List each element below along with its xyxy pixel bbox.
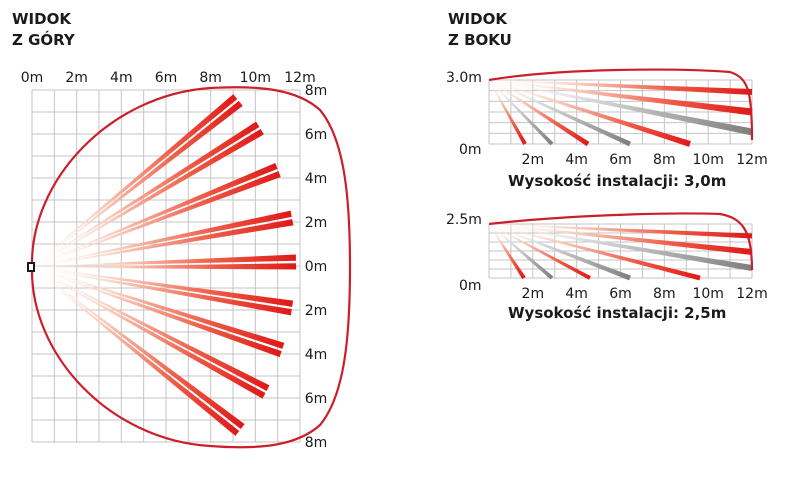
x-tick-label: 8m (199, 70, 222, 86)
side-beam (488, 79, 753, 116)
x-tick-label: 12m (736, 286, 767, 302)
panel-1-coverage-outline (488, 68, 754, 141)
y-tick-label: 8m (305, 435, 328, 451)
side-view: WIDOK Z BOKU 3.0m 0m 2m 4m 6m 8m 10m 12m Wyso… (446, 10, 768, 322)
top-view-y-axis-ticks: 8m 6m 4m 2m 0m 2m 4m 6m 8m (305, 83, 328, 451)
y-tick-label: 2m (305, 215, 328, 231)
side-beam (488, 223, 753, 271)
top-view-title-line2: Z GÓRY (12, 30, 76, 49)
panel-2-beams (488, 223, 753, 281)
y-tick-label: 4m (305, 171, 328, 187)
panel-1-height-label: 3.0m (446, 70, 482, 86)
top-view-title-line1: WIDOK (12, 10, 72, 28)
y-tick-label: 6m (305, 127, 328, 143)
x-tick-label: 12m (284, 70, 315, 86)
panel-1-beams (488, 79, 753, 147)
detection-beam (31, 94, 243, 268)
detection-beam (31, 266, 285, 358)
panel-2-coverage-outline (488, 212, 754, 271)
side-view-panel-1: 3.0m 0m 2m 4m 6m 8m 10m 12m Wysokość instalac… (446, 68, 768, 190)
side-view-title-line2: Z BOKU (448, 31, 512, 49)
y-tick-label: 6m (305, 391, 328, 407)
x-tick-label: 10m (692, 286, 723, 302)
detection-beam (31, 163, 281, 268)
side-beam (488, 79, 632, 147)
side-view-title-line1: WIDOK (448, 10, 508, 28)
side-beam (488, 223, 753, 255)
side-beam (488, 79, 554, 146)
y-tick-label: 4m (305, 347, 328, 363)
panel-2-caption: Wysokość instalacji: 2,5m (508, 304, 726, 322)
x-tick-label: 8m (653, 152, 676, 168)
top-view-x-axis-ticks: 0m 2m 4m 6m 8m 10m 12m (21, 70, 316, 86)
side-beam (488, 223, 631, 281)
x-tick-label: 6m (609, 152, 632, 168)
top-view-coverage-outline (30, 86, 352, 449)
side-beam (488, 79, 527, 145)
side-beam (488, 79, 753, 136)
x-tick-label: 4m (110, 70, 133, 86)
detection-beam (31, 266, 270, 399)
x-tick-label: 2m (522, 286, 545, 302)
x-tick-label: 10m (692, 152, 723, 168)
detection-beam (31, 121, 264, 268)
x-tick-label: 4m (565, 152, 588, 168)
y-tick-label: 0m (305, 259, 328, 275)
x-tick-label: 2m (65, 70, 88, 86)
side-beam (488, 223, 701, 281)
detection-beam (31, 210, 294, 268)
panel-1-floor-label: 0m (459, 142, 482, 158)
x-tick-label: 8m (653, 286, 676, 302)
panel-1-x-axis-ticks: 2m 4m 6m 8m 10m 12m (522, 152, 768, 168)
side-beam (488, 79, 753, 95)
detection-beam (31, 266, 245, 436)
x-tick-label: 6m (155, 70, 178, 86)
panel-2-x-axis-ticks: 2m 4m 6m 8m 10m 12m (522, 286, 768, 302)
detection-beam (31, 266, 294, 316)
side-beam (488, 223, 753, 239)
side-view-panel-2: 2.5m 0m 2m 4m 6m 8m 10m 12m Wysokość instalac… (446, 212, 768, 322)
side-beam (488, 79, 691, 147)
side-beam (488, 79, 590, 147)
panel-1-caption: Wysokość instalacji: 3,0m (508, 172, 726, 190)
x-tick-label: 2m (522, 152, 545, 168)
side-beam (488, 223, 554, 280)
side-beam (488, 223, 526, 280)
x-tick-label: 10m (240, 70, 271, 86)
y-tick-label: 8m (305, 83, 328, 99)
top-view-grid (31, 89, 301, 443)
top-view-beams (31, 94, 297, 436)
detection-beam (31, 254, 297, 270)
x-tick-label: 6m (609, 286, 632, 302)
x-tick-label: 4m (565, 286, 588, 302)
x-tick-label: 12m (736, 152, 767, 168)
side-beam (488, 223, 591, 280)
panel-2-floor-label: 0m (459, 278, 482, 294)
x-tick-label: 0m (21, 70, 44, 86)
y-tick-label: 2m (305, 303, 328, 319)
panel-2-height-label: 2.5m (446, 212, 482, 228)
